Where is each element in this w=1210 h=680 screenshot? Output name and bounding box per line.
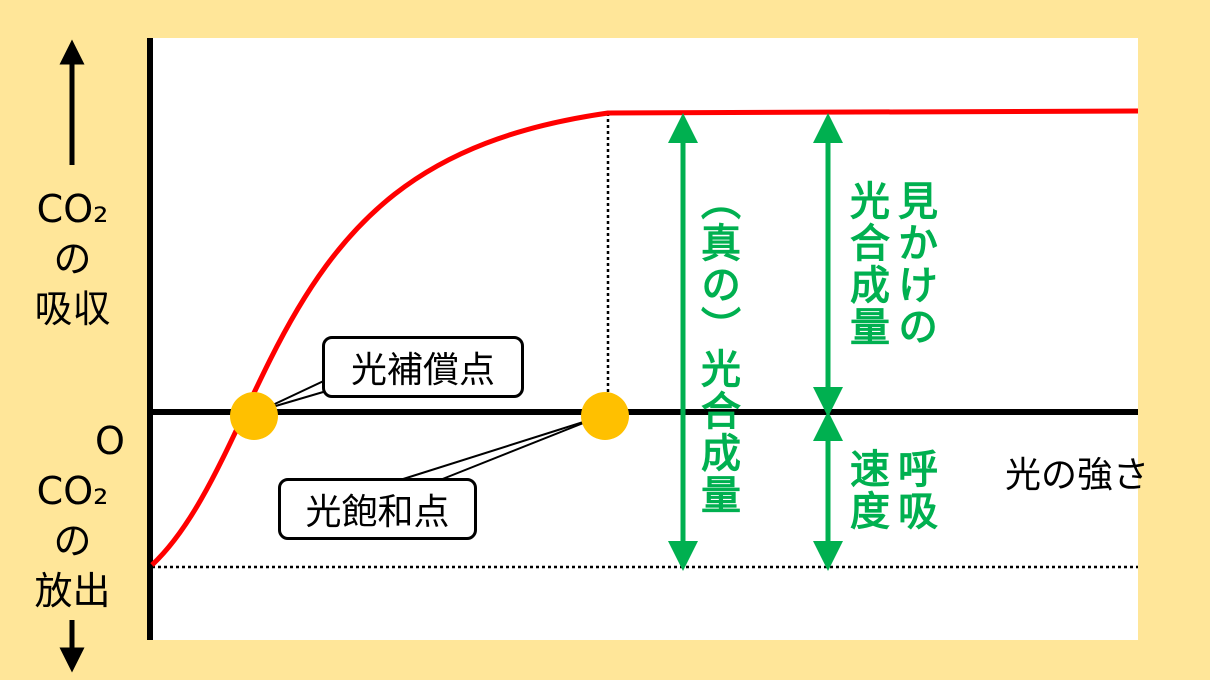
co2-label: CO₂ bbox=[36, 187, 109, 231]
respiration-label-2: 速度 bbox=[843, 448, 889, 532]
saturation-point-marker bbox=[581, 392, 629, 440]
respiration-label-1: 呼吸 bbox=[891, 448, 937, 532]
x-axis-label: 光の強さ bbox=[1005, 455, 1150, 496]
no-label: の bbox=[53, 519, 92, 563]
compensation-point-callout: 光補償点 bbox=[322, 336, 524, 398]
co2-label: CO₂ bbox=[36, 469, 109, 513]
y-axis-top-label: CO₂ の 吸収 bbox=[20, 190, 125, 328]
apparent-photosynthesis-label-2: 光合成量 bbox=[843, 180, 889, 348]
callout-pointer-saturation bbox=[439, 417, 597, 481]
apparent-photosynthesis-label-1: 見かけの bbox=[891, 180, 937, 348]
callout-pointer-saturation bbox=[399, 417, 597, 481]
origin-label: O bbox=[95, 419, 125, 463]
saturation-point-callout: 光飽和点 bbox=[278, 478, 477, 540]
plot-area bbox=[150, 38, 1138, 640]
absorption-label: 吸収 bbox=[34, 287, 111, 331]
y-axis-bottom-label: CO₂ の 放出 bbox=[20, 472, 125, 610]
compensation-point-marker bbox=[230, 392, 278, 440]
true-photosynthesis-label: （真の）光合成量 bbox=[694, 180, 740, 516]
release-label: 放出 bbox=[34, 569, 111, 613]
photosynthesis-curve bbox=[150, 108, 1139, 567]
no-label: の bbox=[53, 237, 92, 281]
